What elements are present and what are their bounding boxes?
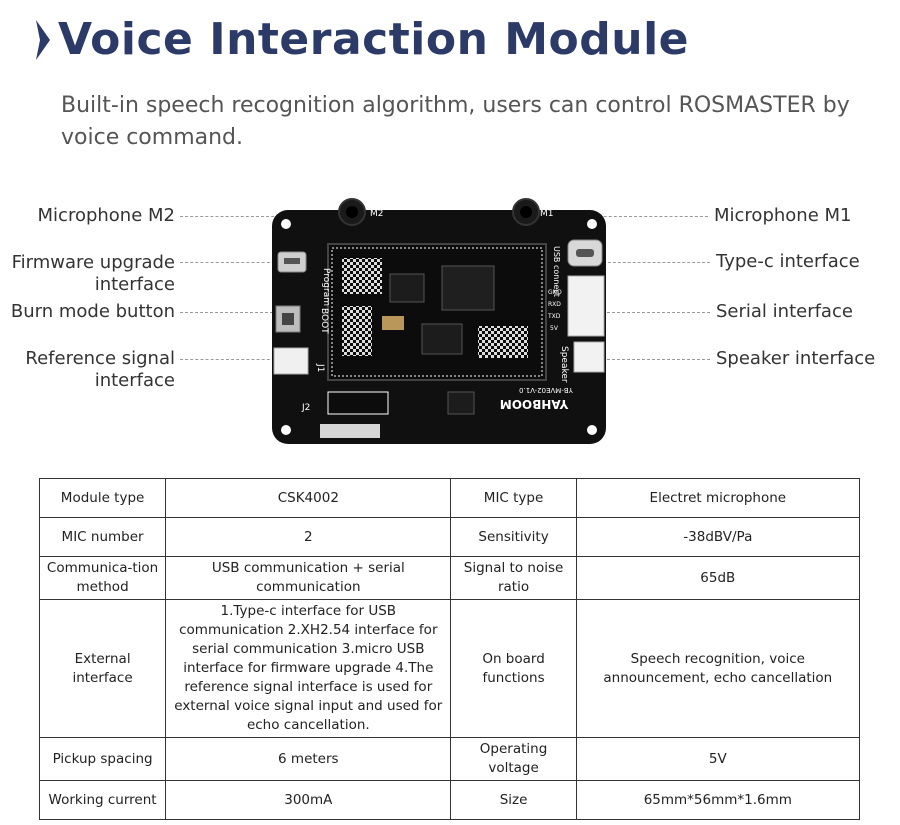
speaker-connector-icon bbox=[573, 341, 605, 373]
callout-text: interface bbox=[94, 274, 175, 295]
callout-line bbox=[180, 359, 280, 360]
table-row: Module type CSK4002 MIC type Electret mi… bbox=[38, 478, 861, 518]
silk-pin-rxd: RXD bbox=[548, 301, 561, 308]
table-cell: Working current bbox=[38, 780, 167, 820]
callout-firmware-upgrade: Firmware upgrade interface bbox=[12, 252, 175, 296]
table-cell: MIC number bbox=[38, 517, 167, 557]
silk-m2: M2 bbox=[370, 209, 384, 219]
silk-j1: J1 bbox=[315, 363, 325, 372]
callout-line bbox=[598, 262, 710, 263]
silk-pin-gnd: GND bbox=[548, 289, 562, 296]
spec-table: Module type CSK4002 MIC type Electret mi… bbox=[38, 478, 861, 820]
table-row: Communica-tion method USB communication … bbox=[38, 556, 861, 600]
callout-line bbox=[602, 359, 710, 360]
callout-microphone-m2: Microphone M2 bbox=[38, 205, 175, 227]
callout-text: Reference signal bbox=[25, 348, 175, 369]
pcb-illustration: M2 M1 Program BOOT J1 USB connect Spe bbox=[272, 198, 606, 444]
table-cell: USB communication + serial communication bbox=[165, 556, 452, 600]
silk-brand: YAHBOOM bbox=[500, 397, 569, 411]
table-cell: 6 meters bbox=[165, 737, 452, 781]
table-row: External interface 1.Type-c interface fo… bbox=[38, 599, 861, 738]
table-cell: Speech recognition, voice announcement, … bbox=[575, 599, 861, 738]
table-cell: Signal to noise ratio bbox=[450, 556, 577, 600]
callout-type-c: Type-c interface bbox=[716, 251, 860, 272]
chevron-right-icon bbox=[36, 19, 50, 60]
table-cell: 5V bbox=[575, 737, 861, 781]
table-row: Pickup spacing 6 meters Operating voltag… bbox=[38, 737, 861, 781]
silk-model: YB-MVE02-V1.0 bbox=[519, 386, 574, 394]
callout-text: Firmware upgrade bbox=[11, 252, 175, 273]
module-board-image: M2 M1 Program BOOT J1 USB connect Spe bbox=[272, 196, 606, 446]
table-cell: CSK4002 bbox=[165, 478, 452, 518]
table-row: MIC number 2 Sensitivity -38dBV/Pa bbox=[38, 517, 861, 557]
silk-boot: BOOT bbox=[319, 308, 329, 334]
main-chip-icon bbox=[441, 265, 495, 311]
table-cell: Operating voltage bbox=[450, 737, 577, 781]
table-cell: -38dBV/Pa bbox=[575, 517, 861, 557]
callout-line bbox=[180, 312, 278, 313]
callout-text: interface bbox=[94, 370, 175, 391]
table-cell: Sensitivity bbox=[450, 517, 577, 557]
silk-speaker: Speaker bbox=[559, 346, 569, 383]
reference-connector-icon bbox=[273, 347, 309, 375]
callout-line bbox=[180, 262, 280, 263]
callout-line bbox=[180, 216, 340, 217]
silk-m1: M1 bbox=[540, 209, 554, 219]
callout-burn-mode-button: Burn mode button bbox=[11, 301, 175, 323]
table-cell: 1.Type-c interface for USB communication… bbox=[165, 599, 452, 738]
table-cell: 300mA bbox=[165, 780, 452, 820]
silk-usb-connect: USB connect bbox=[552, 246, 561, 297]
table-cell: External interface bbox=[38, 599, 167, 738]
table-cell: Electret microphone bbox=[575, 478, 861, 518]
table-cell: MIC type bbox=[450, 478, 577, 518]
table-cell: Module type bbox=[38, 478, 167, 518]
callout-serial-interface: Serial interface bbox=[716, 301, 853, 322]
callout-reference-signal: Reference signal interface bbox=[25, 348, 175, 392]
title-row: Voice Interaction Module bbox=[36, 14, 689, 65]
callout-speaker-interface: Speaker interface bbox=[716, 348, 876, 369]
table-cell: 65dB bbox=[575, 556, 861, 600]
table-cell: Size bbox=[450, 780, 577, 820]
silk-pin-txd: TXD bbox=[547, 313, 561, 320]
callout-text: Microphone M2 bbox=[37, 205, 175, 226]
table-cell: 65mm*56mm*1.6mm bbox=[575, 780, 861, 820]
serial-connector-icon bbox=[567, 275, 605, 337]
silk-pin-5v: 5V bbox=[550, 325, 559, 332]
callout-line bbox=[602, 312, 710, 313]
table-row: Working current 300mA Size 65mm*56mm*1.6… bbox=[38, 780, 861, 820]
callout-microphone-m1: Microphone M1 bbox=[714, 205, 852, 226]
silk-program: Program bbox=[321, 268, 331, 306]
silk-j2: J2 bbox=[301, 403, 310, 413]
callout-line bbox=[548, 216, 708, 217]
page-title: Voice Interaction Module bbox=[58, 14, 689, 65]
table-cell: Pickup spacing bbox=[38, 737, 167, 781]
table-cell: Communica-tion method bbox=[38, 556, 167, 600]
table-cell: 2 bbox=[165, 517, 452, 557]
callout-text: Burn mode button bbox=[10, 301, 175, 322]
page-subtitle: Built-in speech recognition algorithm, u… bbox=[61, 93, 850, 150]
table-cell: On board functions bbox=[450, 599, 577, 738]
